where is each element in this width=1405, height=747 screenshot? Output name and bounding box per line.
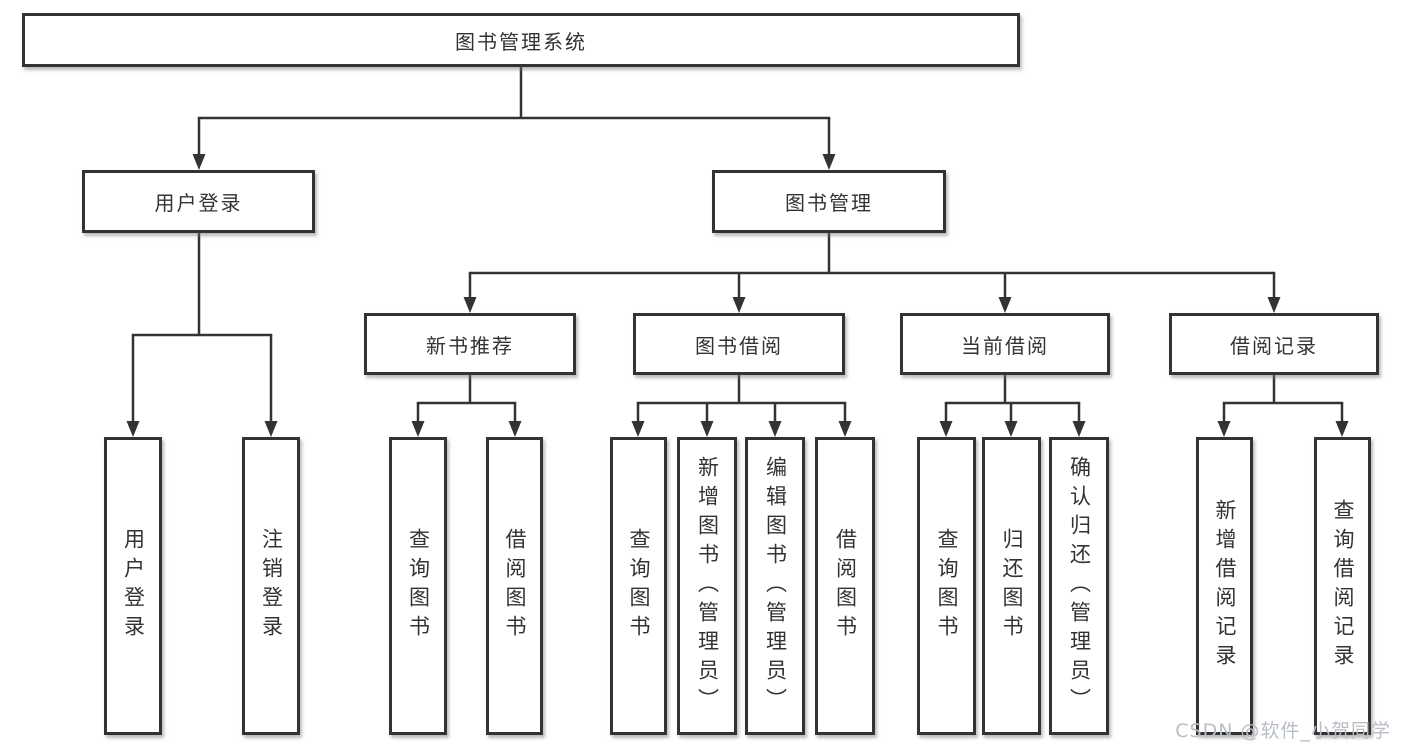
leaf-borrow-borrow-books: 借阅图书 [815, 437, 875, 735]
node-root: 图书管理系统 [22, 13, 1020, 67]
node-user-login: 用户登录 [82, 170, 315, 233]
leaf-current-return-books: 归还图书 [982, 437, 1041, 735]
leaf-user-login: 用户登录 [104, 437, 162, 735]
leaf-borrow-query-books: 查询图书 [610, 437, 667, 735]
leaf-recommend-borrow-books: 借阅图书 [486, 437, 543, 735]
leaf-borrow-edit-books-admin: 编辑图书（管理员） [745, 437, 805, 735]
leaf-logout: 注销登录 [242, 437, 300, 735]
leaf-records-add-record: 新增借阅记录 [1196, 437, 1253, 735]
leaf-current-confirm-return-admin: 确认归还（管理员） [1049, 437, 1109, 735]
node-book-borrow: 图书借阅 [633, 313, 845, 375]
leaf-records-query-record: 查询借阅记录 [1314, 437, 1371, 735]
node-current-borrow: 当前借阅 [900, 313, 1110, 375]
leaf-recommend-query-books: 查询图书 [389, 437, 447, 735]
node-borrow-records: 借阅记录 [1169, 313, 1379, 375]
watermark: CSDN @软件_小贺同学 [1175, 720, 1391, 742]
leaf-borrow-add-books-admin: 新增图书（管理员） [677, 437, 737, 735]
leaf-current-query-books: 查询图书 [917, 437, 976, 735]
node-new-book-recommend: 新书推荐 [364, 313, 576, 375]
node-book-management: 图书管理 [712, 170, 946, 233]
